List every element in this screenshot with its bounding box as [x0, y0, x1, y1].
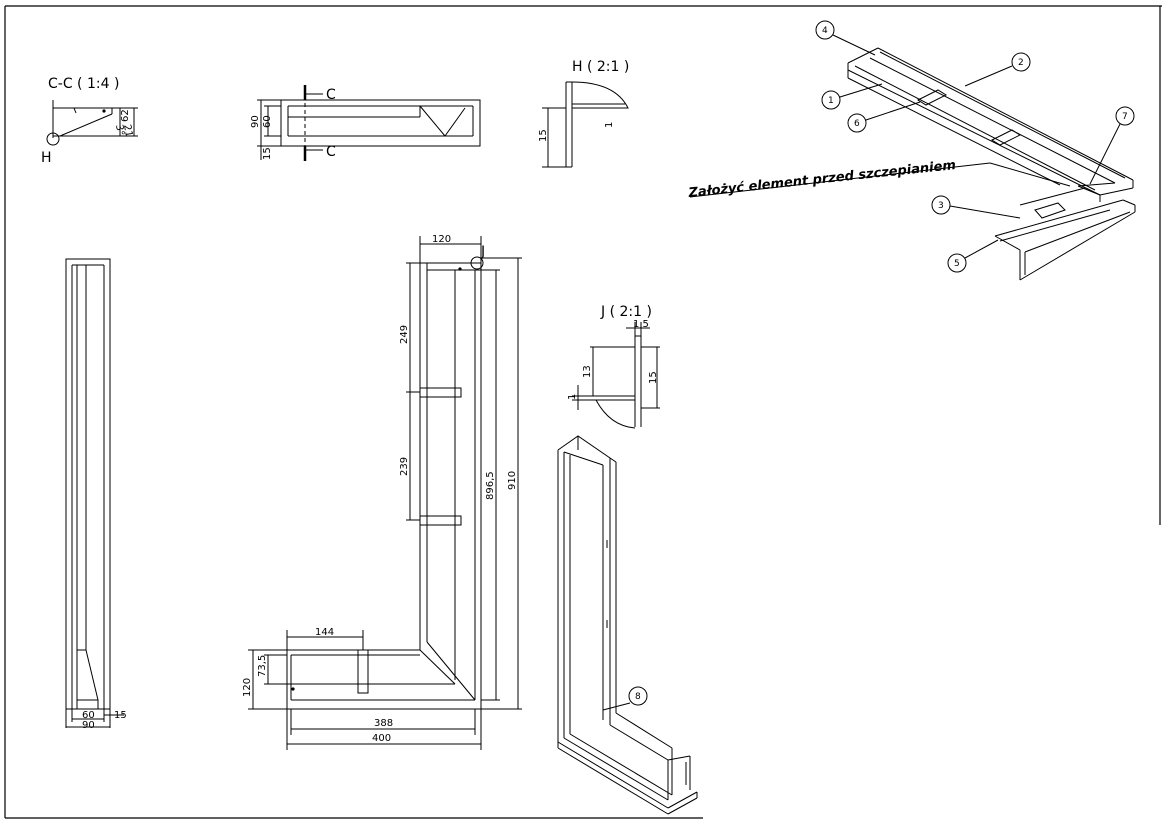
balloon-1-label: 1 [828, 96, 834, 106]
detail-h-dim-15: 15 [538, 129, 549, 142]
assembly-note: Założyć element przed szczepianiem [687, 158, 957, 201]
detail-j-dim-15: 15 [648, 371, 659, 384]
detail-h-dim-1: 1 [604, 122, 615, 128]
drawing-frame [4, 5, 1162, 819]
balloon-6-label: 6 [854, 119, 860, 129]
balloon-2-label: 2 [1018, 58, 1024, 68]
section-cc-dim-62: 62 [120, 109, 131, 122]
front-view-dim-896-5: 896,5 [485, 471, 496, 500]
section-cc-dim-angle: 3° [113, 124, 126, 137]
side-view: 60 90 15 [65, 258, 127, 731]
detail-j-dim-13: 13 [582, 365, 593, 378]
detail-h-view: H ( 2:1 ) 15 1 [538, 59, 629, 168]
top-view-dim-60: 60 [262, 115, 273, 128]
front-view-dim-144: 144 [315, 627, 334, 638]
front-view-dim-120-side: 120 [242, 678, 253, 697]
detail-j-dim-1-5: 1,5 [633, 319, 649, 330]
top-view-dim-90: 90 [250, 115, 261, 128]
detail-j-dim-1: 1 [567, 394, 578, 400]
front-view-dim-400: 400 [372, 733, 391, 744]
balloon-3-label: 3 [938, 201, 944, 211]
front-view-dim-239: 239 [399, 457, 410, 476]
front-view-dim-910: 910 [507, 471, 518, 490]
balloon-4-label: 4 [822, 26, 828, 36]
isometric-assembly: 1 2 3 4 5 6 7 Założyć element przed szcz… [687, 20, 1136, 281]
section-cc-dim-21: 21 [121, 124, 134, 138]
top-view-cut-label-top: C [326, 87, 336, 103]
isometric-lower-view: 8 [557, 435, 698, 815]
front-view-dim-388: 388 [374, 718, 393, 729]
front-view-dim-73-5: 73,5 [257, 655, 268, 677]
section-cc-view: C-C ( 1:4 ) H 62 21 3° [41, 76, 138, 166]
front-view-dim-249: 249 [399, 325, 410, 344]
side-view-dim-15: 15 [114, 710, 127, 721]
detail-h-title: H ( 2:1 ) [572, 59, 629, 75]
top-view-dim-15: 15 [262, 147, 273, 160]
top-view: C C 90 60 15 [250, 85, 481, 161]
front-view-dim-120-top: 120 [432, 234, 451, 245]
top-view-cut-label-bottom: C [326, 144, 336, 160]
balloon-7-label: 7 [1122, 112, 1128, 122]
side-view-dim-60: 60 [82, 710, 95, 721]
balloon-5-label: 5 [954, 259, 960, 269]
front-view-marker-j: J [480, 244, 485, 260]
section-cc-title: C-C ( 1:4 ) [48, 76, 119, 92]
side-view-dim-90: 90 [82, 720, 95, 731]
front-view: J 120 249 239 896,5 910 144 73,5 120 388… [242, 234, 522, 750]
detail-j-view: J ( 2:1 ) 1,5 13 15 1 [567, 304, 660, 429]
section-cc-marker-h: H [41, 150, 52, 166]
detail-j-title: J ( 2:1 ) [600, 304, 652, 320]
balloon-8-label: 8 [635, 692, 641, 702]
